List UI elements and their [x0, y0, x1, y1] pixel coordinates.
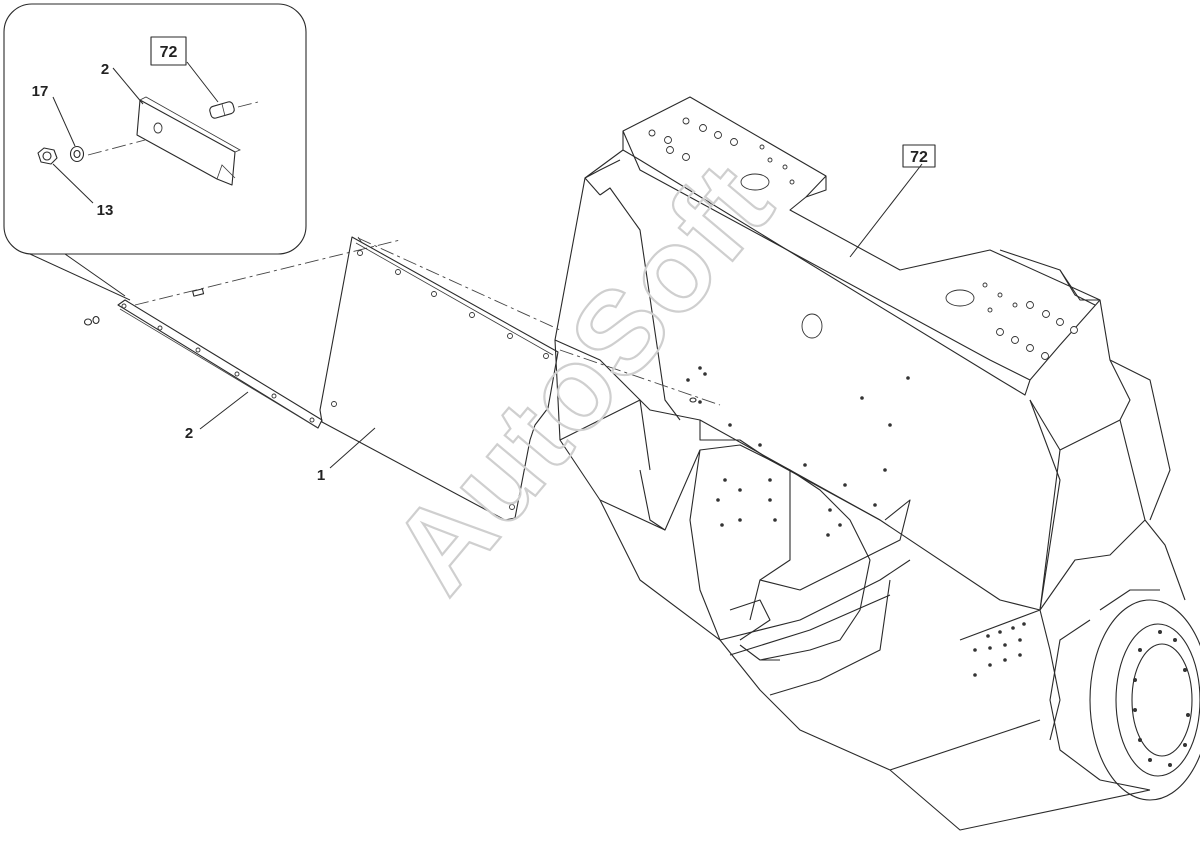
washer-icon [69, 145, 85, 163]
lower-holes [973, 622, 1026, 677]
detail-inset [3, 3, 307, 301]
wall-holes [686, 366, 910, 537]
callout-13: 13 [97, 202, 114, 219]
stud-icon [209, 101, 235, 119]
watermark: AutoSoft [367, 138, 799, 617]
callout-2: 2 [185, 425, 193, 442]
mudguard-panel [319, 236, 559, 521]
callout-2-inset: 2 [101, 61, 109, 78]
machine-frame [554, 96, 1200, 831]
callout-1: 1 [317, 467, 325, 484]
top-plate-holes [648, 117, 1078, 360]
axle-hub [1049, 589, 1200, 801]
leader-lines [52, 61, 923, 469]
bracket-strip [83, 288, 697, 429]
assembly-centerlines [134, 237, 721, 406]
callout-17: 17 [32, 83, 49, 100]
callout-72-frame: 72 [910, 149, 928, 166]
callout-72-inset: 72 [160, 44, 178, 61]
callout-labels: 72 2 17 13 72 1 2 [32, 36, 936, 484]
nut-icon [37, 147, 58, 165]
